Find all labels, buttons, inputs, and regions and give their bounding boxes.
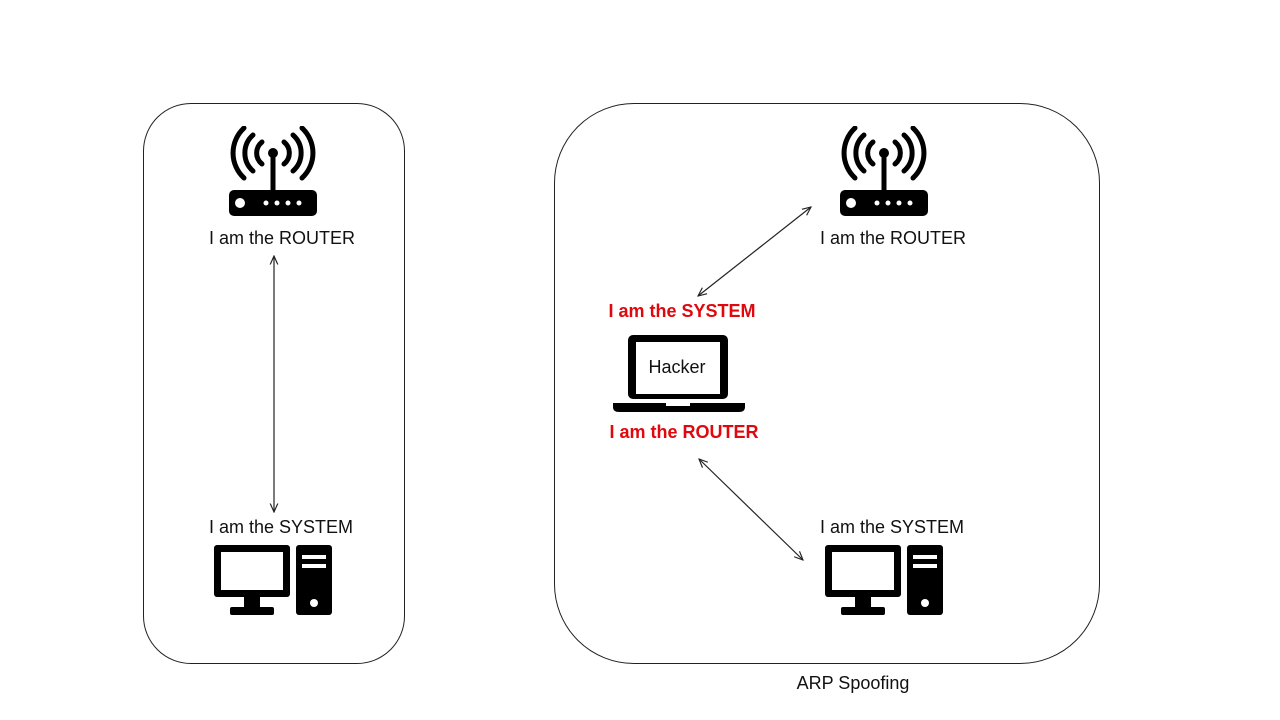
hacker-claim-system: I am the SYSTEM — [608, 301, 756, 321]
desktop-computer-icon — [214, 545, 332, 615]
normal-network-panel — [143, 103, 405, 664]
laptop-icon — [613, 335, 745, 412]
left-system-label: I am the SYSTEM — [208, 517, 354, 537]
arp-spoofing-panel — [554, 103, 1100, 664]
hacker-system-arrow — [699, 459, 803, 560]
hacker-router-arrow — [698, 207, 811, 296]
hacker-claim-router: I am the ROUTER — [609, 422, 759, 442]
right-system-label: I am the SYSTEM — [819, 517, 965, 537]
left-router-label: I am the ROUTER — [208, 228, 356, 248]
hacker-screen-label: Hacker — [648, 357, 706, 377]
desktop-computer-icon — [825, 545, 943, 615]
wifi-router-icon — [840, 126, 928, 216]
diagram-caption: ARP Spoofing — [796, 673, 910, 693]
wifi-router-icon — [229, 126, 317, 216]
right-router-label: I am the ROUTER — [819, 228, 967, 248]
